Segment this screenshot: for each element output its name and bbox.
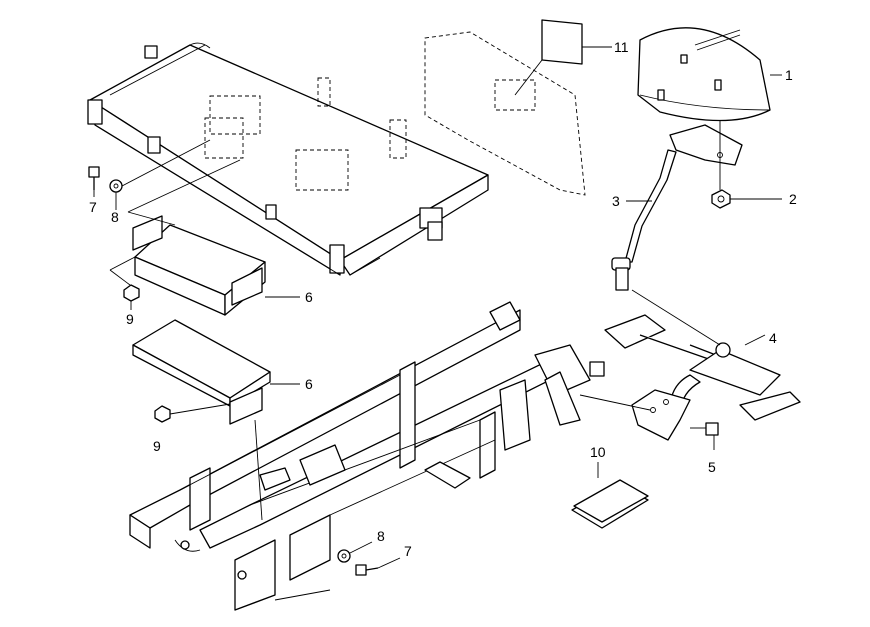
- battery-cover-lower-part-6: [132, 319, 300, 425]
- callout-8-upper: 8: [111, 209, 119, 225]
- washer-part-8-lower: [254, 419, 373, 563]
- bolt-part-7-upper: [88, 166, 100, 197]
- pedal-bracket: [579, 389, 691, 441]
- battery-cover-upper-part-6: [132, 215, 300, 316]
- callout-6-upper: 6: [305, 289, 313, 305]
- callout-10: 10: [590, 444, 606, 460]
- bolt-part-7-lower: [355, 557, 401, 576]
- callout-9-upper: 9: [126, 311, 134, 327]
- washer-part-8-upper: [109, 139, 211, 210]
- nut-part-2: [711, 189, 782, 209]
- nut-part-9-lower: [154, 403, 231, 423]
- callout-1: 1: [785, 67, 793, 83]
- back-plate-dashed: [424, 31, 586, 196]
- callout-9-lower: 9: [153, 438, 161, 454]
- manual-part-10: [571, 462, 649, 529]
- callout-7-lower: 7: [404, 543, 412, 559]
- seat-part-1: [637, 27, 782, 122]
- seat-post-part-3: [611, 149, 677, 291]
- callout-2: 2: [789, 191, 797, 207]
- callout-3: 3: [612, 193, 620, 209]
- callout-6-lower: 6: [305, 376, 313, 392]
- callout-5: 5: [708, 459, 716, 475]
- main-frame-chassis: [129, 301, 605, 611]
- callout-4: 4: [769, 330, 777, 346]
- callout-7-upper: 7: [89, 199, 97, 215]
- decal-part-11: [514, 19, 612, 96]
- upper-deck-panel: [87, 42, 489, 276]
- leader-lines-upper-cover: [127, 159, 241, 226]
- nut-part-9-upper: [109, 256, 140, 310]
- callout-11: 11: [614, 39, 629, 55]
- callout-8-lower: 8: [377, 528, 385, 544]
- bolt-part-5: [690, 422, 719, 450]
- pedal-assembly-part-4: [604, 289, 801, 421]
- seat-bracket: [669, 120, 743, 190]
